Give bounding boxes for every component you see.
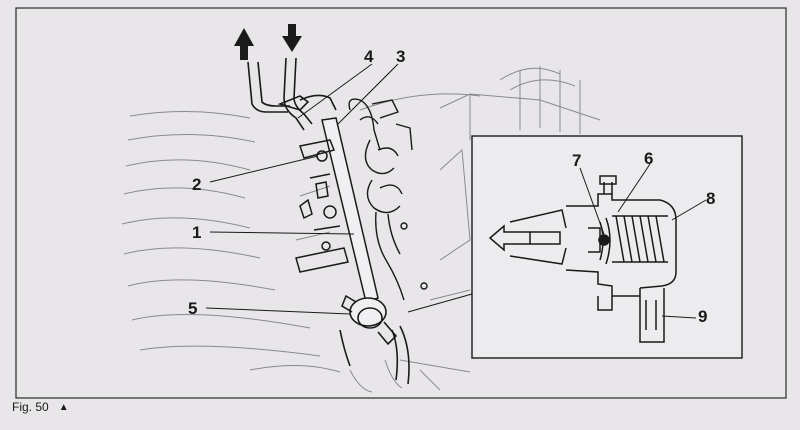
leader-1 xyxy=(209,231,355,235)
outlet-arrow-icon xyxy=(488,224,531,252)
leader-7 xyxy=(579,167,605,235)
leader-3 xyxy=(337,63,399,125)
flow-in-arrow-icon xyxy=(282,24,302,52)
callout-9: 9 xyxy=(698,307,707,326)
callout-1: 1 xyxy=(192,223,201,242)
regulator-detail-panel xyxy=(471,135,743,359)
callout-8: 8 xyxy=(706,189,715,208)
caption-triangle-icon: ▲ xyxy=(58,401,69,413)
callout-6: 6 xyxy=(644,149,653,168)
fuel-rail xyxy=(295,117,379,303)
flow-out-arrow-icon xyxy=(234,28,254,60)
figure-frame xyxy=(15,7,787,399)
callout-2: 2 xyxy=(192,175,201,194)
leader-2 xyxy=(209,155,319,183)
callout-3: 3 xyxy=(396,47,405,66)
pressure-regulator-on-engine xyxy=(339,294,410,385)
leader-lines xyxy=(205,63,707,319)
injector-hoses xyxy=(348,98,428,301)
callout-5: 5 xyxy=(188,299,197,318)
leader-9 xyxy=(661,315,697,319)
leader-8 xyxy=(671,199,707,221)
engine-outline xyxy=(121,66,601,393)
figure-caption: Fig. 50 ▲ xyxy=(12,400,69,414)
leader-5 xyxy=(205,307,351,315)
leader-4 xyxy=(297,63,373,119)
callout-7: 7 xyxy=(572,151,581,170)
leader-panel xyxy=(407,293,473,313)
callout-4: 4 xyxy=(364,47,374,66)
figure-caption-text: Fig. 50 xyxy=(12,400,49,414)
leader-6 xyxy=(617,163,651,213)
